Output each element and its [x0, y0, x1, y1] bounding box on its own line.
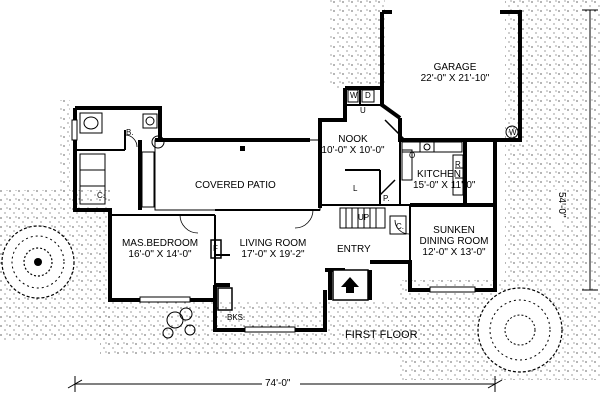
- covered-patio-label: COVERED PATIO: [195, 180, 276, 191]
- sunken-dining-dims: 12'-0" X 13'-0": [422, 247, 486, 258]
- kitchen-dims: 15'-0" X 11'-0": [413, 180, 476, 191]
- sunken-dining-name2: DINING ROOM: [419, 236, 489, 247]
- tree-right: [477, 287, 563, 373]
- oven-label: O: [409, 151, 416, 160]
- pantry-label: P.: [383, 194, 390, 203]
- living-room-dims: 17'-0" X 19'-2": [241, 249, 305, 260]
- shrubs: [162, 307, 196, 339]
- patio-post: [240, 146, 245, 151]
- sunken-dining-name: SUNKEN: [433, 225, 475, 236]
- garage-dims: 22'-0" X 21'-10": [420, 73, 490, 84]
- washer-label: W: [350, 91, 358, 100]
- nook-dims: 10'-0" X 10'-0": [321, 145, 385, 156]
- overall-width-label: 74'-0": [265, 378, 291, 389]
- landscape-stipple: [0, 0, 600, 380]
- stair-l-label: L: [353, 184, 358, 193]
- staircase: [339, 207, 407, 235]
- refrigerator-label: R: [455, 160, 461, 169]
- entry-arrow: [332, 269, 369, 301]
- fireplace: [210, 239, 233, 311]
- master-bedroom-label: MAS.BEDROOM 16'-0" X 14'-0": [115, 238, 205, 260]
- bath-fixtures: [79, 112, 158, 208]
- bookshelves-label: BKS.: [227, 313, 246, 322]
- living-room-name: LIVING ROOM: [239, 238, 307, 249]
- stair-up-label: UP: [358, 213, 370, 222]
- kitchen-fixtures: [401, 141, 464, 196]
- nook-label: NOOK 10'-0" X 10'-0": [318, 134, 388, 156]
- first-floor-label: FIRST FLOOR: [345, 329, 418, 341]
- door-swings: [124, 134, 410, 235]
- kitchen-label: KITCHEN 15'-0" X 11'-0": [413, 169, 476, 191]
- overall-depth-label: 54'-0": [556, 192, 567, 218]
- master-bedroom-name: MAS.BEDROOM: [121, 238, 199, 249]
- laundry-fixtures: [151, 89, 519, 149]
- garage-name: GARAGE: [433, 62, 477, 73]
- closet-label: C.: [97, 191, 105, 200]
- patio-slab: [154, 139, 321, 211]
- master-bedroom-dims: 16'-0" X 14'-0": [128, 249, 192, 260]
- living-room-label: LIVING ROOM 17'-0" X 19'-2": [228, 238, 318, 260]
- tree-left: [1, 225, 75, 299]
- kitchen-name: KITCHEN: [417, 169, 461, 180]
- up-label: U: [360, 106, 366, 115]
- water-heater-label: W: [509, 128, 517, 137]
- nook-name: NOOK: [338, 134, 368, 145]
- windows: [71, 119, 476, 333]
- dryer-label: D: [365, 91, 371, 100]
- entry-closet-label: C.: [396, 222, 404, 231]
- entry-label: ENTRY: [337, 244, 371, 255]
- depth-dimension-line: [582, 9, 598, 291]
- fireplace-label: F: [213, 244, 218, 253]
- bath-label: B.: [126, 128, 134, 137]
- sunken-dining-label: SUNKEN DINING ROOM 12'-0" X 13'-0": [410, 225, 498, 258]
- angled-walls: [379, 119, 406, 196]
- garage-label: GARAGE 22'-0" X 21'-10": [405, 62, 505, 84]
